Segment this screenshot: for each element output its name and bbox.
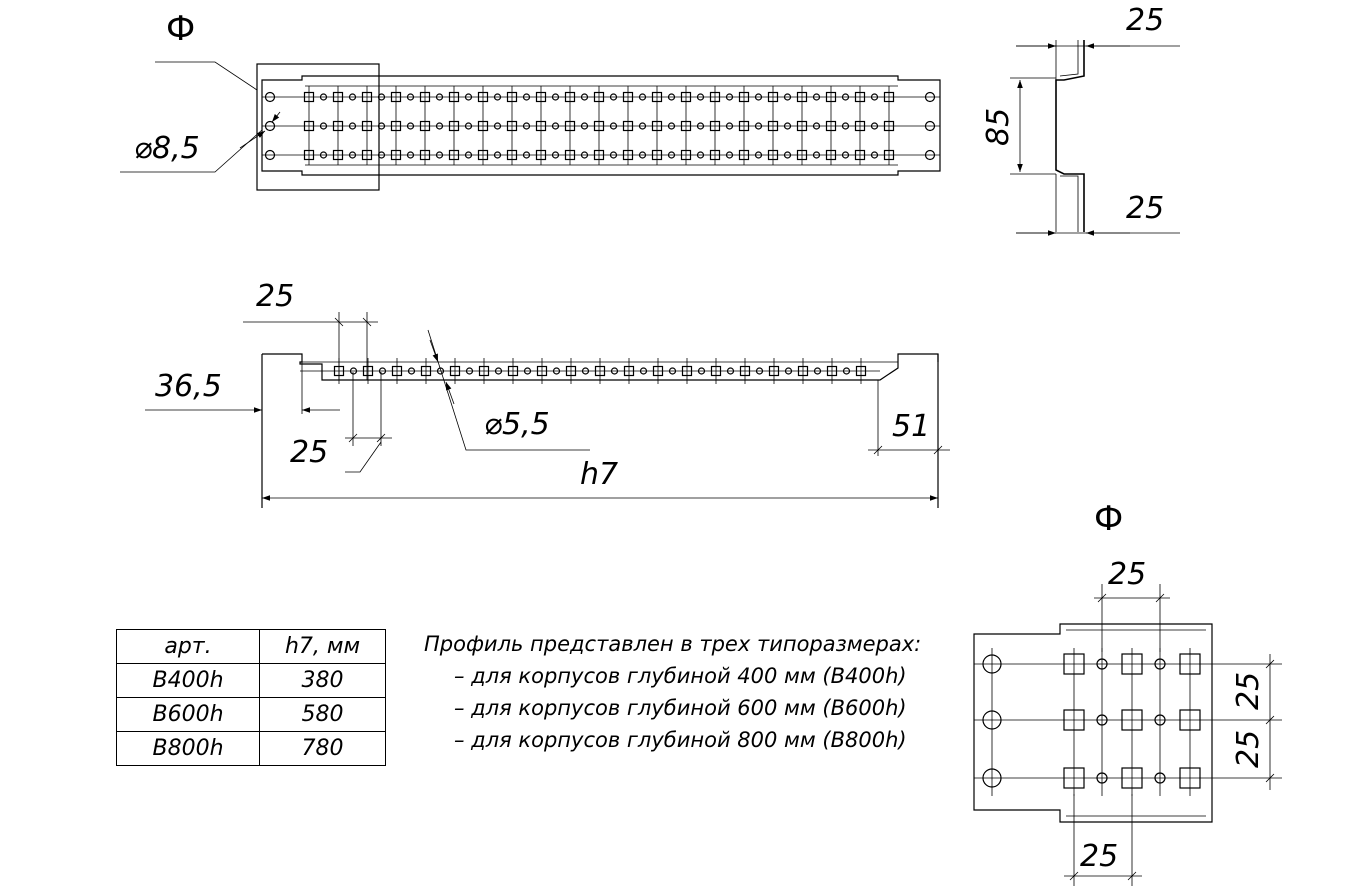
side-hole-pattern: [300, 358, 880, 384]
article-table: арт. h7, мм B400h 380 B600h 580 B800h 78…: [116, 629, 386, 766]
table-cell-length: 580: [259, 697, 386, 732]
hole-leader-arrow: [271, 111, 281, 123]
notes-block: Профиль представлен в трех типоразмерах:…: [424, 628, 921, 756]
dim-side-offset: 36,5: [155, 369, 222, 404]
profile-section: 25 25 85: [981, 3, 1180, 236]
top-inner-line: [305, 85, 898, 166]
table-row: B600h 580: [116, 697, 386, 732]
dim-detail-pitch-bottom: 25: [1080, 839, 1118, 874]
profile-shape: [1055, 40, 1085, 232]
top-hole-pattern: [262, 86, 940, 165]
notes-heading: Профиль представлен в трех типоразмерах:: [424, 632, 922, 656]
detail-marker-bottom: Ф: [1094, 499, 1123, 539]
dim-side-pitch-top: 25: [256, 279, 294, 314]
dim-side-length: h7: [580, 457, 618, 492]
dim-side-hole: ⌀5,5: [484, 407, 550, 442]
notes-item: – для корпусов глубиной 800 мм (B800h): [454, 728, 907, 752]
dim-top-hole: ⌀8,5: [134, 131, 200, 166]
table-row: B400h 380: [116, 663, 386, 698]
ext-lines: [1010, 40, 1057, 232]
dim-detail-pitch-right-2: 25: [1231, 730, 1266, 768]
table-header-row: арт. h7, мм: [116, 629, 386, 664]
dim-detail-pitch-right-1: 25: [1231, 672, 1266, 710]
table-row: B800h 780: [116, 731, 386, 766]
table-cell-article: B400h: [116, 663, 260, 698]
dim-side-end: 51: [892, 409, 930, 444]
top-end-holes: [264, 91, 936, 161]
table-cell-length: 780: [259, 731, 386, 766]
side-view: 25 36,5 25 ⌀5,5 51 h7: [145, 279, 950, 508]
detail-outline: [973, 623, 1213, 823]
detail-marker-top: Ф: [166, 9, 195, 49]
dim-profile-width-top: 25: [1126, 3, 1164, 38]
detail-hole-pattern: [974, 648, 1214, 796]
table-cell-article: B600h: [116, 697, 260, 732]
notes-item: – для корпусов глубиной 600 мм (B600h): [454, 696, 907, 720]
dim-profile-width-bottom: 25: [1126, 191, 1164, 226]
detail-view: Ф 25 25 25 25: [973, 499, 1282, 886]
top-view: Ф ⌀8,5: [120, 9, 941, 191]
table-cell-article: B800h: [116, 731, 260, 766]
table-header-art: арт.: [116, 629, 260, 664]
dim-side-pitch-bottom: 25: [290, 435, 328, 470]
top-outline: [261, 75, 941, 176]
table-header-h7: h7, мм: [259, 629, 386, 664]
dim-detail-pitch-top: 25: [1108, 557, 1146, 592]
dim-profile-height: 85: [981, 108, 1016, 146]
detail-leader: [155, 61, 258, 91]
notes-item: – для корпусов глубиной 400 мм (B400h): [454, 664, 907, 688]
table-cell-length: 380: [259, 663, 386, 698]
side-outline: [262, 353, 939, 381]
